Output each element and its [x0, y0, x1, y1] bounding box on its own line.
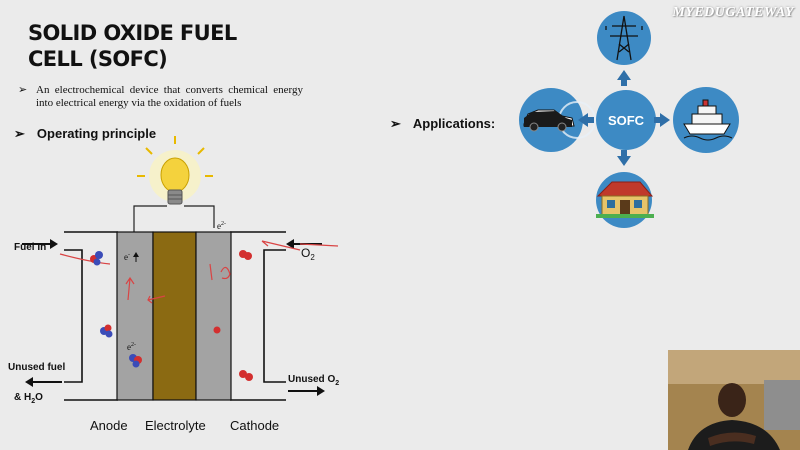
cathode-label: Cathode: [230, 418, 279, 433]
cell-housing: [64, 231, 286, 401]
applications-label: Applications:: [412, 116, 496, 131]
circuit-wire: [133, 205, 215, 232]
anode-layer: [116, 231, 154, 401]
arrow-right-icon: [654, 113, 670, 127]
arrow-left-icon: [578, 113, 594, 127]
presenter-image: [668, 350, 800, 450]
o2-label: O2: [301, 246, 315, 262]
car-icon: [523, 109, 575, 132]
sofc-circle: [596, 90, 656, 150]
applications-bullet: ➢ Applications:: [390, 116, 495, 132]
ship-icon: [683, 99, 733, 141]
svg-text:e-: e-: [124, 252, 130, 262]
bullet-arrow-icon: ➢: [390, 116, 401, 131]
molecules: [90, 250, 253, 381]
operating-principle-label: Operating principle: [36, 126, 157, 141]
electron-labels: e- e2- e2-: [124, 221, 226, 352]
unused-fuel-label: Unused fuel: [8, 362, 65, 373]
bullet-arrow-icon: ➢: [14, 126, 25, 141]
svg-text:e2-: e2-: [217, 221, 226, 231]
operating-principle-bullet: ➢ Operating principle: [14, 126, 156, 142]
page-title: SOLID OXIDE FUEL CELL (SOFC): [28, 21, 237, 71]
fuel-in-label: Fuel In: [14, 242, 46, 253]
arrow-down-icon: [617, 150, 631, 166]
light-bulb-icon: [137, 136, 213, 205]
presenter-webcam: [668, 350, 800, 450]
power-tower-icon: [605, 15, 643, 61]
watermark: MYEDUGATEWAY: [672, 5, 794, 20]
house-icon: [596, 181, 654, 218]
definition-bullet: ➢ An electrochemical device that convert…: [18, 84, 303, 110]
power-grid-circle: [597, 11, 651, 65]
svg-text:e2-: e2-: [127, 342, 136, 352]
sofc-center-label: SOFC: [608, 113, 645, 128]
cathode-layer: [195, 231, 232, 401]
unused-o2-label: Unused O2: [288, 374, 339, 387]
h2o-label: & H2O: [14, 392, 43, 405]
definition-text: An electrochemical device that converts …: [36, 84, 303, 109]
anode-label: Anode: [90, 418, 128, 433]
bullet-arrow-icon: ➢: [18, 84, 28, 96]
annotation-marks: [59, 240, 339, 304]
arrow-up-icon: [617, 70, 631, 86]
electrolyte-label: Electrolyte: [145, 418, 206, 433]
